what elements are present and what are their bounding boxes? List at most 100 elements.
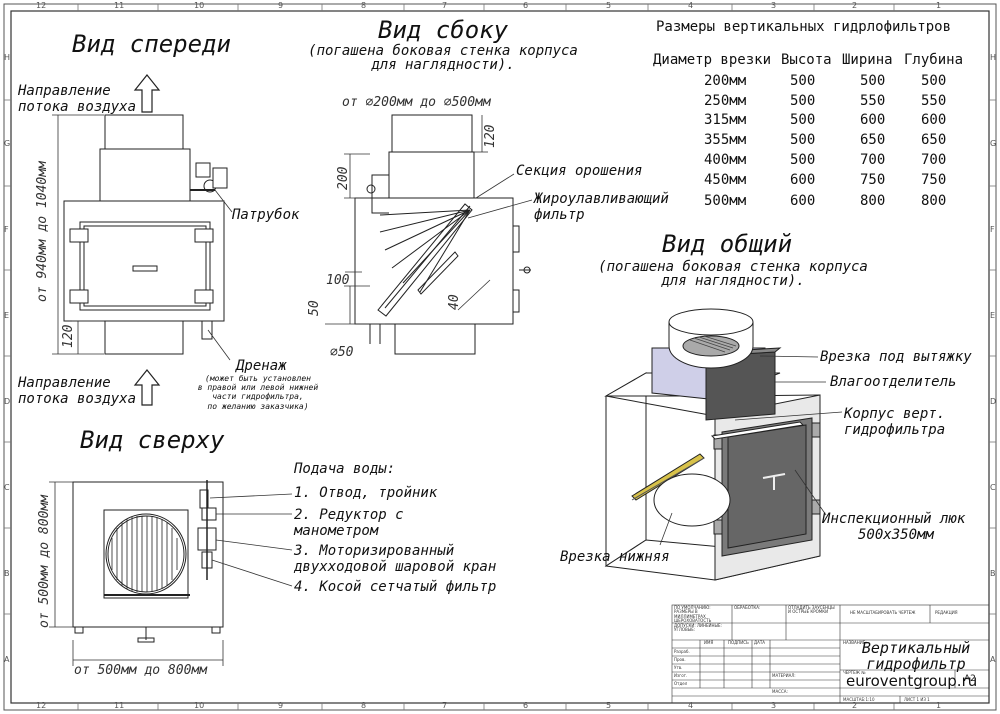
sizes-header-depth: Глубина xyxy=(904,52,964,68)
side-200-dim: 200 xyxy=(336,166,351,190)
grid-col-1: 1 xyxy=(936,1,942,10)
grid-col-2-bottom: 2 xyxy=(852,701,858,710)
grid-row-h: H xyxy=(4,53,11,62)
drain-note-line1: (может быть установлен xyxy=(205,374,311,383)
size-value-cell: 500 xyxy=(790,73,816,89)
size-diameter-cell: 450мм xyxy=(704,172,747,188)
tb-dept: Отдел xyxy=(674,681,688,686)
grid-row-b-right: B xyxy=(990,569,996,578)
grid-row-d: D xyxy=(4,397,11,406)
size-diameter-cell: 400мм xyxy=(704,152,747,168)
grid-col-3: 3 xyxy=(771,1,777,10)
hatch-label-1: Инспекционный люк xyxy=(822,511,966,527)
front-view-title: Вид спереди xyxy=(72,30,231,58)
grid-col-6-bottom: 6 xyxy=(523,701,529,710)
size-value-cell: 500 xyxy=(790,112,816,128)
water-item-3: 3. Моторизированный xyxy=(294,543,455,559)
water-supply-title: Подача воды: xyxy=(294,461,396,477)
side-100-dim: 100 xyxy=(326,273,350,288)
size-value-cell: 550 xyxy=(860,93,886,109)
size-diameter-cell: 355мм xyxy=(704,132,747,148)
tb-website[interactable]: euroventgroup.ru xyxy=(846,672,978,690)
size-value-cell: 700 xyxy=(860,152,886,168)
grid-col-12: 12 xyxy=(36,1,47,10)
size-diameter-cell: 250мм xyxy=(704,93,747,109)
tb-revision: РЕДАКЦИЯ xyxy=(935,610,958,615)
grid-col-4-bottom: 4 xyxy=(688,701,694,710)
water-item-3b: двухходовой шаровой кран xyxy=(294,559,497,575)
tb-name-label: НАЗВАНИЕ: xyxy=(843,640,867,645)
grease-leader xyxy=(467,199,533,219)
tb-deburr: ОТЛАДИТЬ ЗАУСЕНЦЫ И ОСТРЫЕ КРОМКИ xyxy=(788,605,835,615)
tb-sheet: ЛИСТ 1 ИЗ 1 xyxy=(904,697,930,702)
tb-checker: Пров. xyxy=(674,657,686,662)
grid-col-7: 7 xyxy=(442,1,448,10)
tb-material: МАТЕРИАЛ: xyxy=(772,673,796,678)
tb-date-col: ДАТА xyxy=(754,640,766,645)
grid-row-d-right: D xyxy=(990,397,997,406)
grid-row-f: F xyxy=(4,225,9,234)
grid-row-a: A xyxy=(4,655,10,664)
sizes-header-height: Высота xyxy=(781,52,832,68)
tb-drawing-no: ЧЕРТЕЖ № xyxy=(843,670,866,675)
drain-note-line2: в правой или левой нижней xyxy=(197,383,319,393)
size-diameter-cell: 315мм xyxy=(704,112,747,128)
grid-col-5-bottom: 5 xyxy=(606,701,612,710)
side-view xyxy=(354,114,531,355)
water-item-2: 2. Редуктор с xyxy=(294,507,404,523)
body-label-2: гидрофильтра xyxy=(844,422,946,438)
size-value-cell: 600 xyxy=(860,112,886,128)
grid-col-2: 2 xyxy=(852,1,858,10)
outer-frame xyxy=(3,3,997,711)
tb-drawing-title: Вертикальный гидрофильтр xyxy=(852,640,980,673)
grid-row-b: B xyxy=(4,569,10,578)
size-value-cell: 550 xyxy=(921,93,947,109)
drain-label: Дренаж xyxy=(236,358,287,374)
size-diameter-cell: 500мм xyxy=(704,193,747,209)
grid-col-10: 10 xyxy=(194,1,205,10)
tb-name-col: ИМЯ xyxy=(704,640,714,645)
grid-row-g-right: G xyxy=(990,139,997,148)
drain-note: (может быть установлен в правой или лево… xyxy=(192,374,324,411)
tb-sign-col: ПОДПИСЬ xyxy=(728,640,749,645)
drain-note-line4: по желанию заказчика) xyxy=(207,401,309,411)
grid-row-f-right: F xyxy=(990,225,995,234)
bottom-inlet-label: Врезка нижняя xyxy=(560,549,670,565)
patrubok-leader xyxy=(214,189,233,213)
sizes-header-diameter: Диаметр врезки xyxy=(653,52,772,68)
tb-defaults: ПО УМОЛЧАНИЮ: РАЗМЕРЫ В МИЛЛИМЕТРАХ ШЕРО… xyxy=(674,605,722,632)
iso-view xyxy=(604,308,821,581)
grease-filter-label-1: Жироулавливающий xyxy=(534,191,669,207)
top-horizontal-dim: от 500мм до 800мм xyxy=(74,663,208,678)
grid-col-9-bottom: 9 xyxy=(278,701,284,710)
front-120-dim: 120 xyxy=(61,324,76,348)
exhaust-inlet-label: Врезка под вытяжку xyxy=(820,349,972,365)
patrubok-label: Патрубок xyxy=(232,207,300,223)
size-value-cell: 500 xyxy=(790,152,816,168)
front-height-dim: от 940мм до 1040мм xyxy=(35,161,50,302)
general-view-subtitle: (погашена боковая стенка корпуса для наг… xyxy=(574,260,892,288)
water-item-1: 1. Отвод, тройник xyxy=(294,485,438,501)
grid-col-1-bottom: 1 xyxy=(936,701,942,710)
water-item-4: 4. Косой сетчатый фильтр xyxy=(294,579,497,595)
side-view-title: Вид сбоку xyxy=(378,16,509,44)
general-subtitle-line1: (погашена боковая стенка корпуса xyxy=(598,259,868,275)
size-value-cell: 500 xyxy=(860,73,886,89)
size-value-cell: 600 xyxy=(790,193,816,209)
tb-format: A2 xyxy=(964,674,976,684)
sizes-header-width: Ширина xyxy=(842,52,893,68)
side-120-dim: 120 xyxy=(483,124,498,148)
spray-section-label: Секция орошения xyxy=(516,163,643,179)
size-value-cell: 650 xyxy=(860,132,886,148)
size-value-cell: 750 xyxy=(860,172,886,188)
iso-leaders xyxy=(659,355,843,546)
title-block xyxy=(671,604,990,704)
general-view-title: Вид общий xyxy=(662,230,793,258)
grid-col-3-bottom: 3 xyxy=(771,701,777,710)
grid-col-8: 8 xyxy=(361,1,367,10)
airflow-top-line1: Направление xyxy=(18,83,111,99)
airflow-arrows xyxy=(133,74,161,406)
side-40-dim: 40 xyxy=(447,294,462,310)
grid-row-c-right: C xyxy=(990,483,996,492)
